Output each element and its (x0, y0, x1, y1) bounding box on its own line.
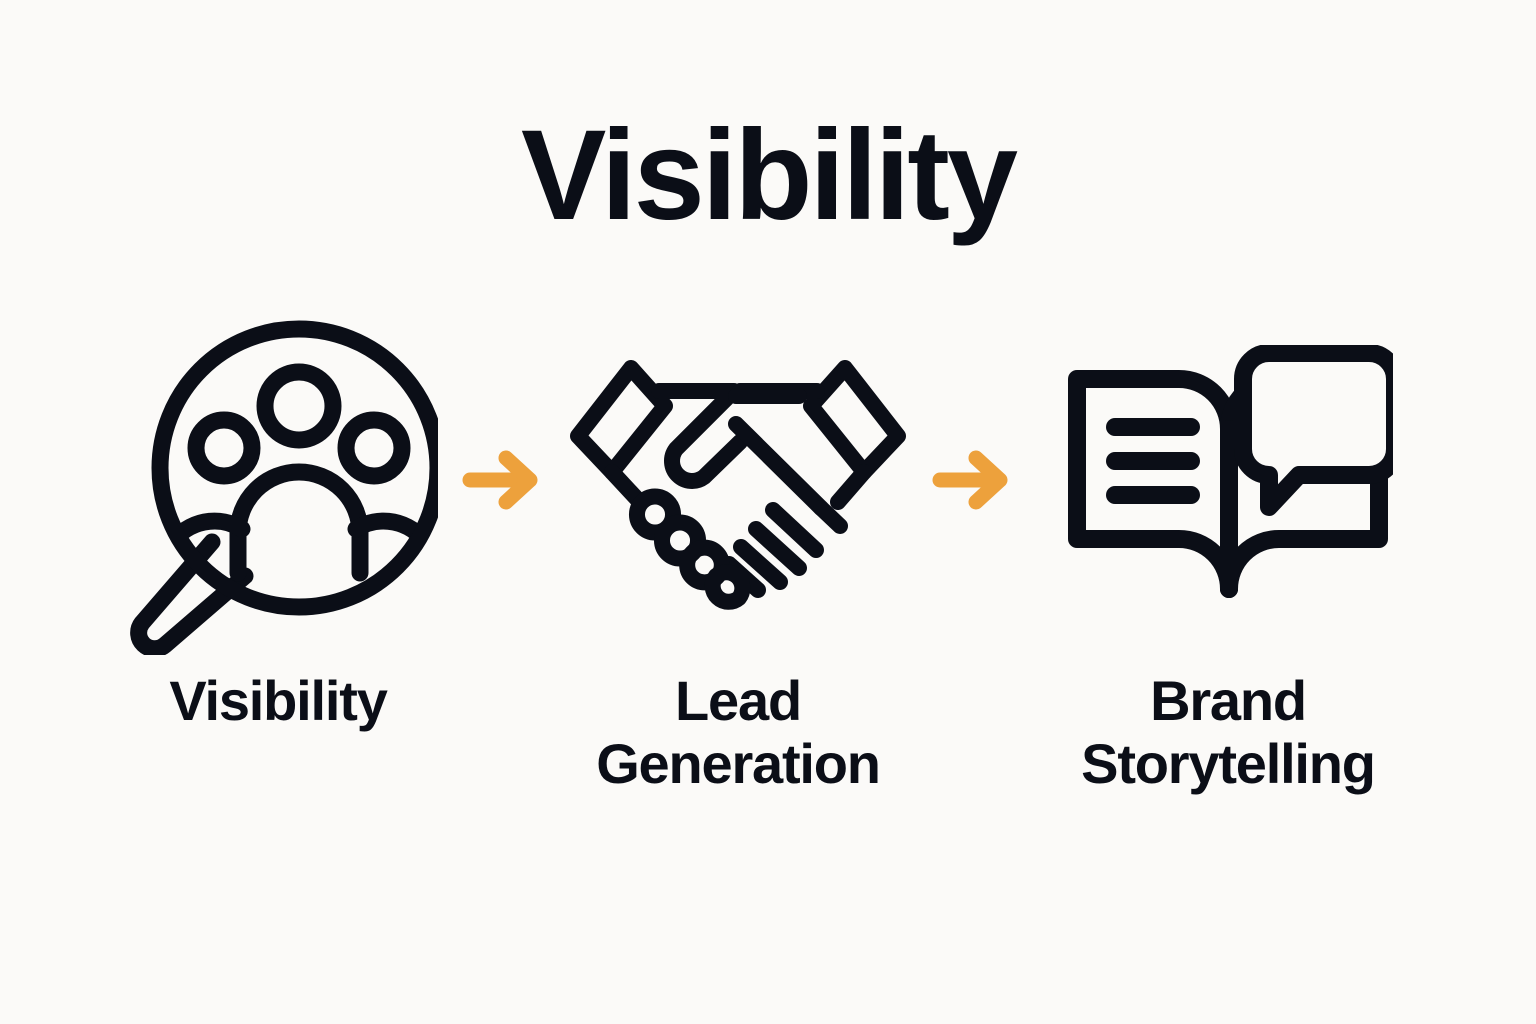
page-title: Visibility (520, 104, 1018, 247)
flow-step-label: Visibility (169, 669, 387, 732)
flow-step-brand-storytelling[interactable]: Brand Storytelling (1028, 300, 1428, 795)
arrow-right-icon (918, 300, 1028, 660)
flow-step-visibility[interactable]: Visibility (108, 300, 448, 733)
magnifier-people-icon (118, 300, 438, 660)
flow-step-label: Lead Generation (596, 669, 881, 795)
open-book-speech-bubble-icon (1063, 300, 1393, 660)
process-flow: Visibility (0, 300, 1536, 795)
handshake-icon (568, 300, 908, 660)
flow-step-lead-generation[interactable]: Lead Generation (558, 300, 918, 795)
arrow-right-icon (448, 300, 558, 660)
flow-step-label: Brand Storytelling (1081, 669, 1376, 795)
